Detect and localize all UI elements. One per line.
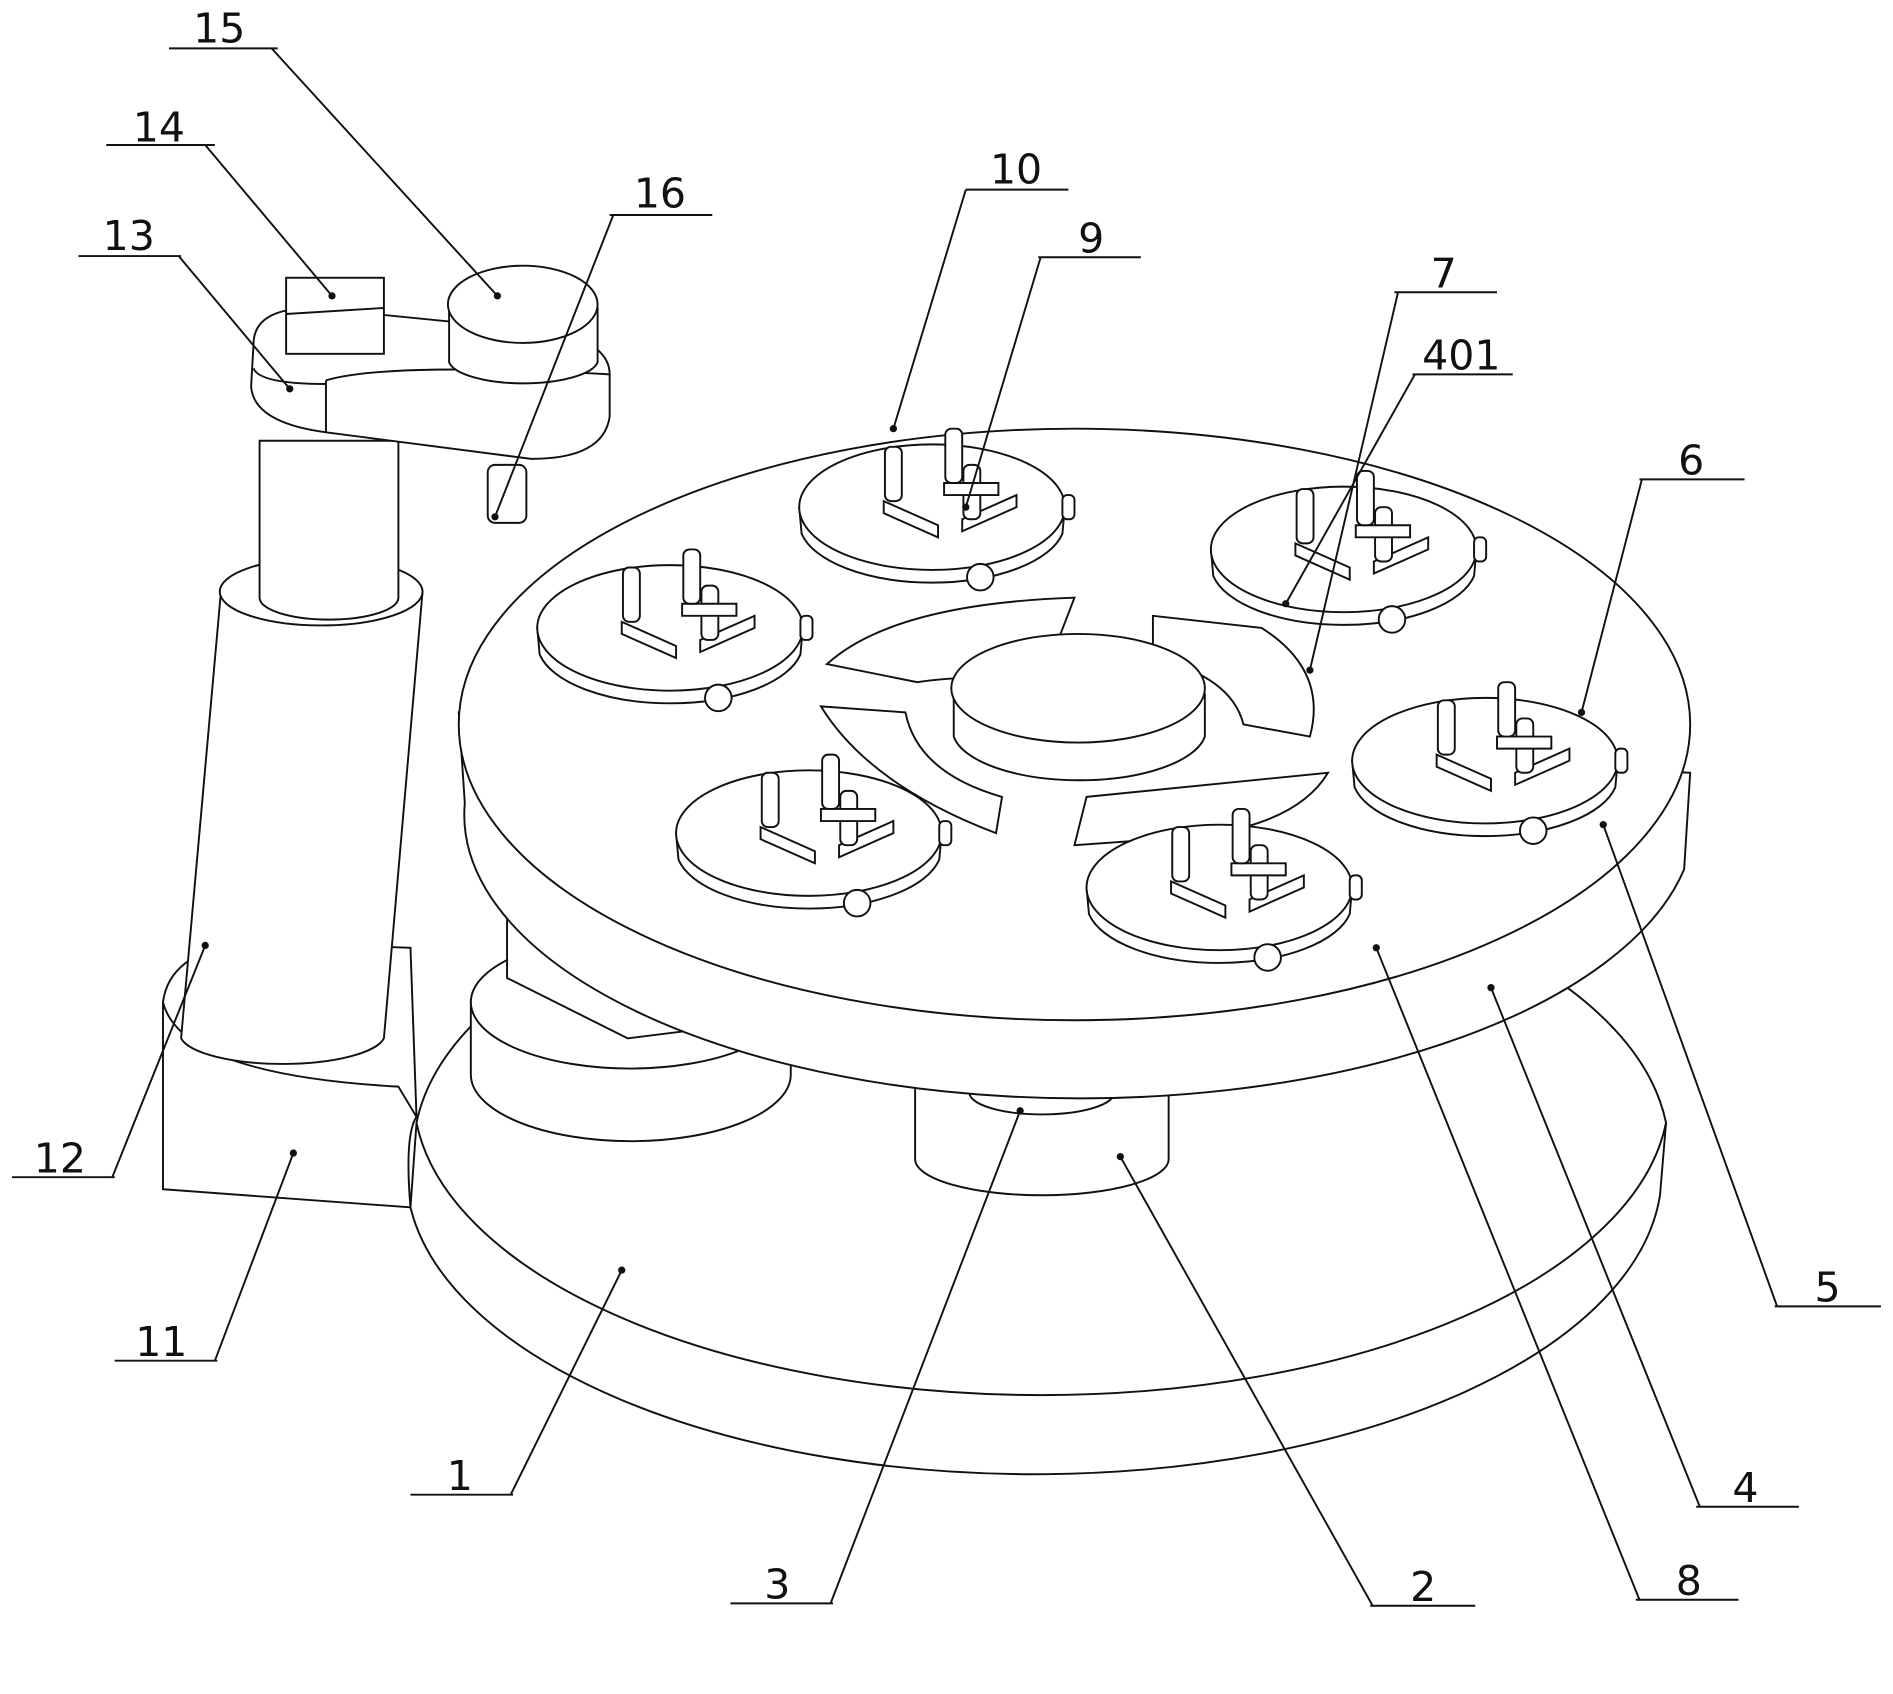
leader-dot [1487, 984, 1494, 991]
clamp-pin [1172, 827, 1189, 881]
clamp-jaw [1497, 737, 1551, 749]
label-16: 16 [634, 170, 686, 218]
column [181, 441, 422, 1064]
knob [1379, 606, 1406, 633]
leader-dot [1282, 600, 1289, 607]
side-knob [800, 616, 812, 640]
label-3: 3 [764, 1561, 790, 1609]
label-4: 4 [1732, 1464, 1758, 1512]
clamp-pin [1233, 809, 1250, 863]
label-8: 8 [1676, 1557, 1702, 1605]
label-15: 15 [193, 4, 245, 52]
leader-dot [1578, 709, 1585, 716]
label-401: 401 [1422, 332, 1500, 380]
side-knob [1474, 537, 1486, 561]
clamp-jaw [821, 809, 875, 821]
label-7: 7 [1431, 249, 1457, 297]
leader-line [893, 190, 965, 429]
leader-dot [962, 504, 969, 511]
leader-dot [890, 425, 897, 432]
side-knob [939, 821, 951, 845]
clamp-pin [822, 755, 839, 809]
leader-dot [202, 942, 209, 949]
fixture-disc [1352, 698, 1618, 824]
clamp-pin [885, 447, 902, 501]
leader-dot [1600, 821, 1607, 828]
label-6: 6 [1678, 437, 1704, 485]
clamp-pin [683, 549, 700, 603]
fixture-disc [1211, 487, 1477, 613]
clamp-pin [1297, 489, 1314, 543]
label-12: 12 [34, 1134, 86, 1182]
clamp-pin [1438, 700, 1455, 754]
leader-dot [1306, 667, 1313, 674]
label-9: 9 [1078, 214, 1104, 262]
side-knob [1350, 875, 1362, 899]
fixture-disc [537, 565, 803, 691]
leader-dot [494, 292, 501, 299]
leader-line [205, 145, 332, 296]
label-2: 2 [1410, 1563, 1436, 1611]
clamp-pin [945, 429, 962, 483]
leader-dot [618, 1267, 625, 1274]
knob [1520, 817, 1547, 844]
clamp-pin [1357, 471, 1374, 525]
knob [844, 890, 871, 917]
label-14: 14 [133, 103, 185, 151]
label-10: 10 [990, 146, 1042, 194]
side-knob [1062, 495, 1074, 519]
leader-dot [491, 513, 498, 520]
knob [705, 685, 732, 712]
fixture-disc [1087, 825, 1353, 951]
clamp-jaw [1356, 525, 1410, 537]
clamp-jaw [1231, 863, 1285, 875]
clamp-pin [1498, 682, 1515, 736]
leader-dot [290, 1149, 297, 1156]
fixture-disc [799, 444, 1065, 570]
control-box-14 [286, 278, 384, 354]
leader-line [272, 48, 498, 295]
leader-dot [1373, 944, 1380, 951]
clamp-jaw [682, 604, 736, 616]
label-5: 5 [1815, 1264, 1841, 1312]
clamp-pin [623, 568, 640, 622]
leader-dot [1117, 1153, 1124, 1160]
label-13: 13 [103, 212, 155, 260]
label-11: 11 [135, 1318, 187, 1366]
knob [967, 564, 994, 591]
fixture-disc [676, 770, 942, 896]
leader-dot [328, 292, 335, 299]
side-knob [1615, 749, 1627, 773]
clamp-pin [762, 773, 779, 827]
leader-dot [286, 385, 293, 392]
leader-dot [1017, 1107, 1024, 1114]
knob [1254, 944, 1281, 971]
label-1: 1 [447, 1452, 473, 1500]
